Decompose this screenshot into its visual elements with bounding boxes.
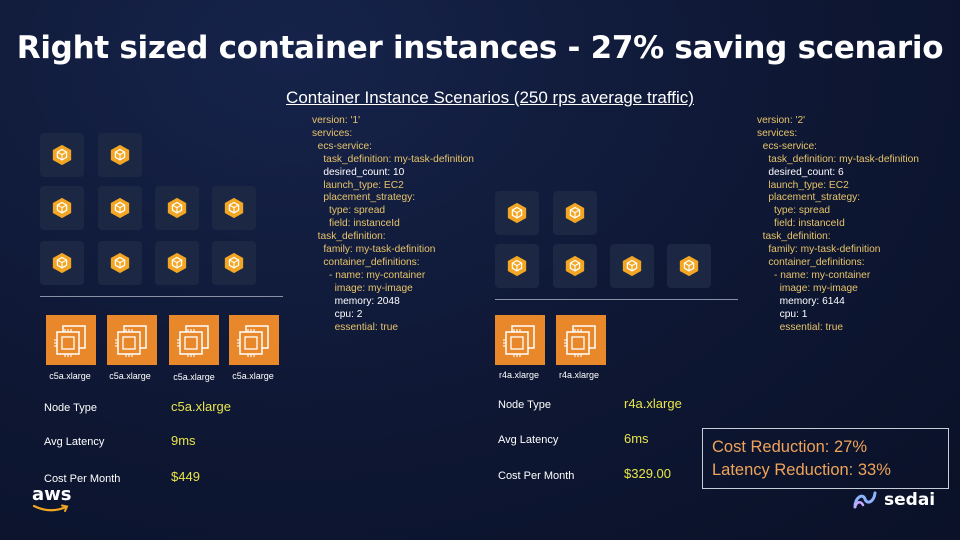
instance-label: c5a.xlarge [109,371,151,381]
yaml-line: essential: true [312,321,399,333]
node-type-value: c5a.xlarge [171,399,231,414]
ecs-task-icon [155,186,199,230]
yaml-line: image: my-image [312,282,413,294]
ecs-task-icon [98,186,142,230]
aws-smile-icon [32,504,69,512]
yaml-line: ecs-service: [312,140,373,152]
avg-latency-label: Avg Latency [44,436,105,448]
cost-per-month-value: $449 [171,469,200,484]
ecs-task-icon [667,244,711,288]
yaml-line: type: spread [312,205,386,217]
node-type-value: r4a.xlarge [624,396,682,411]
cost-per-month-label: Cost Per Month [498,470,575,482]
yaml-line: placement_strategy: [312,192,416,204]
page-title: Right sized container instances - 27% sa… [16,30,944,66]
avg-latency-value: 9ms [171,433,196,448]
yaml-line: memory: 6144 [757,295,845,307]
ecs-task-icon [553,191,597,235]
ecs-task-icon [495,191,539,235]
ecs-task-icon [553,244,597,288]
instance-label: c5a.xlarge [49,371,91,381]
yaml-line: ecs-service: [757,140,818,152]
sedai-mark-icon [853,491,877,509]
yaml-line: type: spread [757,205,831,217]
yaml-line: desired_count: 10 [312,166,405,178]
instance-label: r4a.xlarge [558,370,600,380]
yaml-line: launch_type: EC2 [312,179,404,191]
ecs-task-icon [40,241,84,285]
yaml-line: task_definition: [312,231,386,243]
yaml-line: task_definition: my-task-definition [757,153,919,165]
ecs-task-icon [212,186,256,230]
ec2-instance-icon [556,315,606,365]
sedai-logo: sedai [852,489,935,511]
yaml-line: task_definition: [757,231,831,243]
ecs-task-icon [98,133,142,177]
avg-latency-value: 6ms [624,431,649,446]
instance-label: c5a.xlarge [232,371,274,381]
yaml-line: cpu: 1 [757,308,808,320]
summary-box: Cost Reduction: 27% Latency Reduction: 3… [702,428,949,489]
yaml-line: - name: my-container [312,269,426,281]
sedai-wordmark: sedai [884,490,936,510]
ec2-instance-icon [107,315,157,365]
yaml-line: image: my-image [757,282,858,294]
yaml-line: memory: 2048 [312,295,400,307]
latency-reduction-text: Latency Reduction: 33% [712,461,891,479]
yaml-line: essential: true [757,321,844,333]
aws-logo: aws [32,484,72,505]
yaml-line: field: instanceId [312,218,400,230]
yaml-line: family: my-task-definition [757,244,881,256]
instance-label: c5a.xlarge [173,372,215,382]
yaml-line: field: instanceId [757,218,845,230]
cost-per-month-label: Cost Per Month [44,473,121,485]
scenario1-yaml: version: '1'services: ecs-service: task_… [312,115,474,334]
scenario2-divider [495,299,738,300]
ecs-task-icon [610,244,654,288]
yaml-line: desired_count: 6 [757,166,844,178]
yaml-line: task_definition: my-task-definition [312,153,474,165]
cost-reduction-text: Cost Reduction: 27% [712,438,868,456]
cost-per-month-value: $329.00 [624,466,671,481]
yaml-line: launch_type: EC2 [757,179,849,191]
yaml-line: placement_strategy: [757,192,861,204]
node-type-label: Node Type [44,402,98,414]
instance-label: r4a.xlarge [498,370,540,380]
page-subtitle: Container Instance Scenarios (250 rps av… [286,88,694,107]
scenario2-yaml: version: '2'services: ecs-service: task_… [757,115,919,334]
ecs-task-icon [155,241,199,285]
yaml-line: cpu: 2 [312,308,363,320]
scenario1-divider [40,296,283,297]
ecs-task-icon [98,241,142,285]
ec2-instance-icon [169,315,219,365]
avg-latency-label: Avg Latency [498,434,559,446]
ecs-task-icon [40,186,84,230]
yaml-line: - name: my-container [757,269,871,281]
ec2-instance-icon [46,315,96,365]
yaml-line: services: [757,127,798,139]
ec2-instance-icon [229,315,279,365]
ecs-task-icon [40,133,84,177]
ec2-instance-icon [495,315,545,365]
yaml-line: container_definitions: [757,256,865,268]
yaml-line: version: '2' [757,115,806,126]
yaml-line: version: '1' [312,115,361,126]
yaml-line: container_definitions: [312,256,420,268]
node-type-label: Node Type [498,399,552,411]
ecs-task-icon [212,241,256,285]
yaml-line: services: [312,127,353,139]
ecs-task-icon [495,244,539,288]
yaml-line: family: my-task-definition [312,244,436,256]
